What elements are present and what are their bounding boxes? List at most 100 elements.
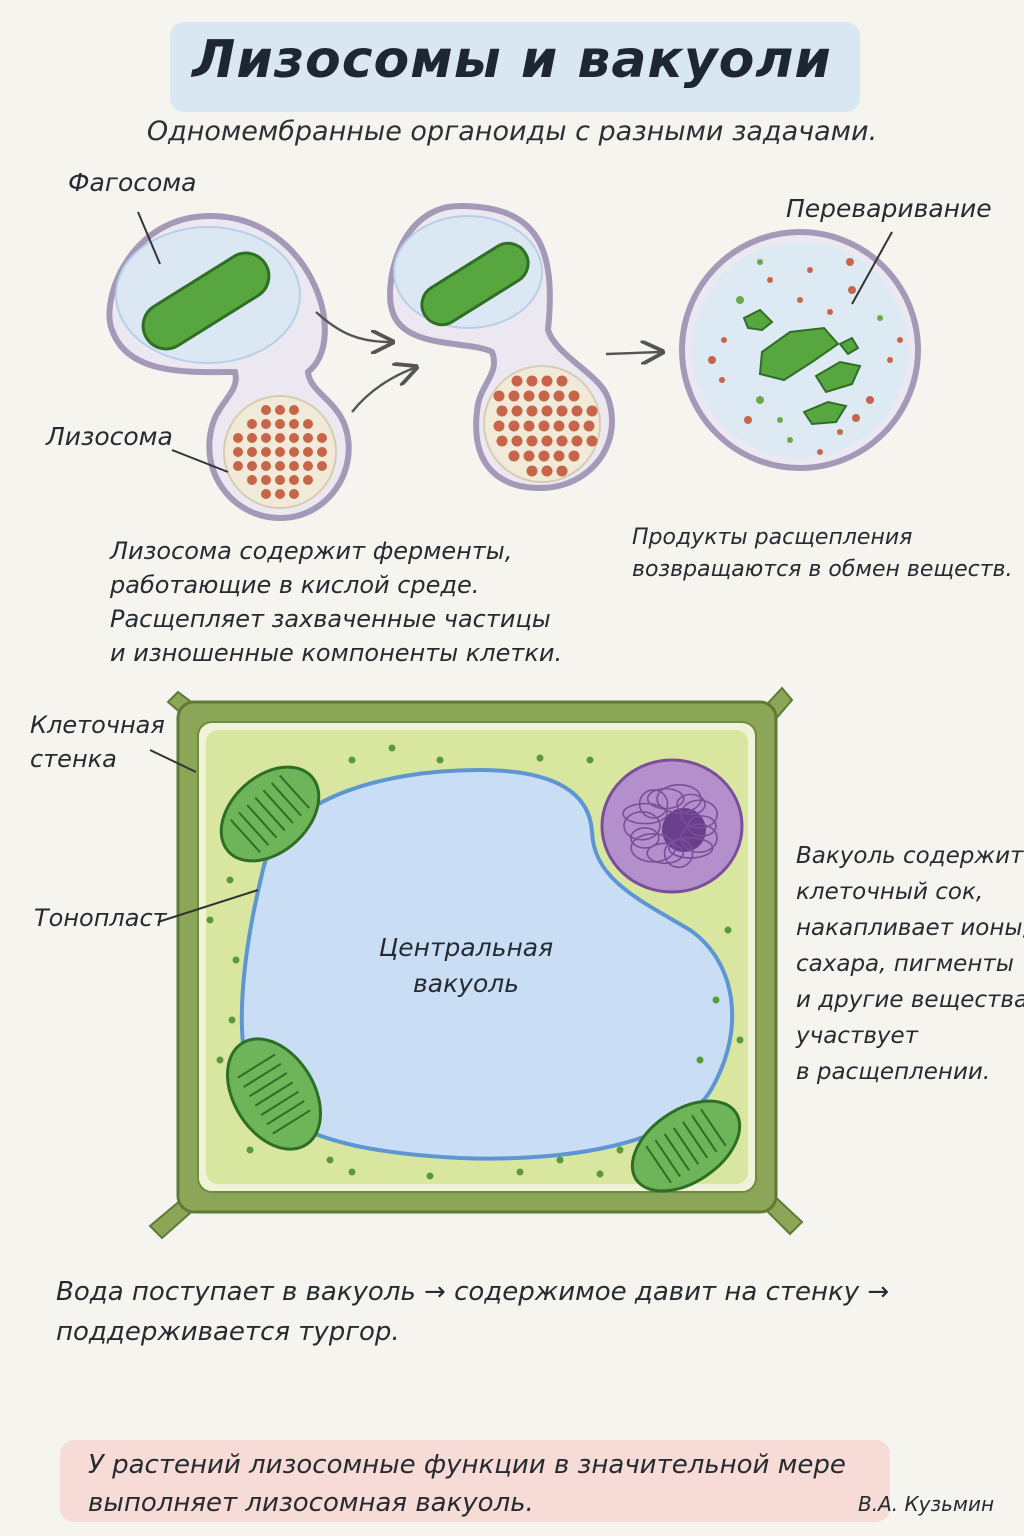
enzyme-granule [275, 461, 285, 471]
enzyme-granule [233, 447, 243, 457]
enzyme-granule [261, 475, 271, 485]
enzyme-granule [526, 375, 538, 387]
enzyme-granule [837, 429, 843, 435]
cytoplasm-granule [326, 1156, 334, 1164]
enzyme-granule [797, 297, 803, 303]
enzyme-granule [777, 417, 783, 423]
label-cell-wall-line: стенка [30, 745, 117, 773]
enzyme-granule [303, 447, 313, 457]
arrow-1-upper [315, 311, 390, 342]
thylakoid-stack [663, 1133, 691, 1171]
enzyme-granule [275, 489, 285, 499]
enzyme-granule [817, 449, 823, 455]
enzyme-granule [289, 447, 299, 457]
label-cell-wall-line: Клеточная [30, 711, 165, 739]
cytoplasm-granule [226, 876, 234, 884]
enzyme-granule [538, 450, 550, 462]
cytoplasm-granule [232, 956, 240, 964]
vacuole-description-line: в расщеплении. [796, 1059, 991, 1085]
enzyme-granule [887, 357, 893, 363]
enzyme-granule [568, 450, 580, 462]
enzyme-granule [523, 390, 535, 402]
enzyme-granule [261, 447, 271, 457]
enzyme-granule [261, 489, 271, 499]
enzyme-granule [303, 433, 313, 443]
chromatin-strand [676, 793, 706, 816]
enzyme-granule [317, 447, 327, 457]
thylakoid-stack [248, 1072, 288, 1098]
thylakoid-stack [691, 1114, 718, 1153]
enzyme-granule [568, 390, 580, 402]
cytoplasm-granule [426, 1172, 434, 1180]
stage-2-fusion [387, 202, 615, 492]
enzyme-granule [275, 475, 285, 485]
page-subtitle: Одномембранные органоиды с разными задач… [146, 116, 878, 147]
page-title: Лизосомы и вакуоли [192, 30, 832, 90]
enzyme-granule [583, 420, 595, 432]
enzyme-granule [289, 461, 299, 471]
enzyme-granule [556, 465, 568, 477]
cytoplasm-granule [536, 754, 544, 762]
enzyme-granule [233, 433, 243, 443]
chromatin [622, 783, 719, 869]
enzyme-granule [526, 465, 538, 477]
enzyme-granule [493, 390, 505, 402]
chromatin-strand [646, 842, 684, 865]
enzyme-granule [897, 337, 903, 343]
cytoplasm-granule [586, 756, 594, 764]
vacuole-description-line: сахара, пигменты [796, 951, 1014, 977]
thylakoid-stack [254, 1081, 294, 1107]
enzyme-granule [852, 414, 860, 422]
thylakoid-stack [243, 1062, 282, 1088]
enzyme-granule [289, 489, 299, 499]
enzyme-granule [275, 405, 285, 415]
chromatin-strand [638, 789, 669, 819]
thylakoid-stack [254, 796, 286, 832]
chromatin-strand [680, 799, 719, 830]
label-central-vacuole-line: Центральная [378, 933, 554, 962]
thylakoid-stack [246, 804, 278, 839]
thylakoid-stack [681, 1121, 709, 1159]
plant-note-line: выполняет лизосомная вакуоль. [88, 1488, 534, 1518]
thylakoid-stack [654, 1139, 681, 1178]
cytoplasm-granule [206, 916, 214, 924]
vacuole-description-line: клеточный сок, [796, 879, 984, 905]
title-highlight [170, 22, 860, 112]
enzyme-granule [511, 435, 523, 447]
cytoplasm-granule [556, 1156, 564, 1164]
thylakoid-stack [672, 1127, 700, 1165]
note-highlight [60, 1440, 890, 1522]
enzyme-granule [541, 405, 553, 417]
plant-note: У растений лизосомные функции в значител… [88, 1446, 846, 1522]
enzyme-granule [866, 396, 874, 404]
cytoplasm-granule [696, 1056, 704, 1064]
chromatin-strand [622, 802, 668, 825]
chromatin-strand [667, 837, 714, 859]
enzyme-granule [511, 375, 523, 387]
stage-2-bacterium [420, 241, 530, 327]
vacuole-description-line: накапливает ионы, [796, 915, 1024, 941]
enzyme-granule [247, 475, 257, 485]
fragment-3 [814, 360, 862, 394]
fragment-2 [742, 308, 774, 332]
chromatin-strand [630, 827, 660, 849]
enzyme-granule [261, 419, 271, 429]
cytoplasm-granule [724, 926, 732, 934]
enzyme-granule [289, 405, 299, 415]
cytoplasm-granule [348, 756, 356, 764]
enzyme-granule [289, 419, 299, 429]
enzyme-granule [571, 405, 583, 417]
products-description-line: Продукты расщепления [632, 525, 913, 550]
enzyme-granule [247, 419, 257, 429]
stage-3-digestion [679, 229, 921, 471]
leader-phagosome [137, 211, 161, 265]
fragment-5 [838, 336, 860, 356]
enzyme-granule [553, 450, 565, 462]
enzyme-granule [493, 420, 505, 432]
enzyme-granule [848, 286, 856, 294]
chromatin-strand [646, 787, 685, 810]
enzyme-granule [719, 377, 725, 383]
thylakoid-stack [266, 1100, 305, 1126]
enzyme-granule [586, 405, 598, 417]
